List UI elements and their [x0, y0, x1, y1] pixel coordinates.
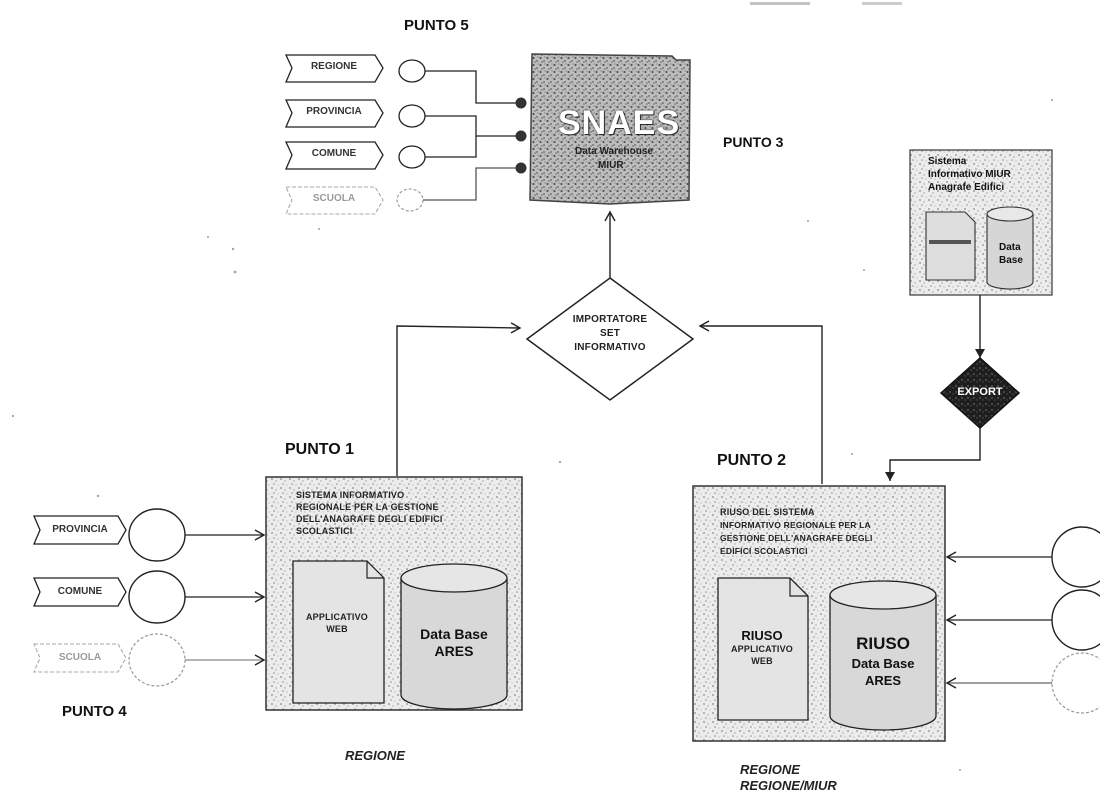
scan-specks [11, 2, 1053, 771]
caption-regione-miur-line2: REGIONE/MIUR [740, 778, 837, 793]
reuse-title-line2: INFORMATIVO REGIONALE PER LA [720, 520, 871, 530]
reuse-app-line1: RIUSO [741, 628, 783, 643]
reuse-db-line1: RIUSO [856, 634, 910, 653]
regional-db-line2: ARES [434, 643, 474, 659]
top-entity-tags [284, 54, 527, 215]
left-tag-scuola: SCUOLA [58, 652, 102, 663]
left-circle-scuola [128, 633, 186, 687]
miur-line1: Sistema [928, 156, 967, 167]
importatore-line1: IMPORTATORE [572, 314, 648, 325]
top-tag-provincia: PROVINCIA [306, 106, 362, 117]
regional-web-app-shape [292, 560, 385, 704]
punto-3-label: PUNTO 3 [723, 134, 784, 150]
left-circle-comune [128, 570, 186, 624]
punto-1-label: PUNTO 1 [285, 441, 355, 458]
reuse-web-app-shape [717, 577, 809, 721]
importatore-diamond [525, 277, 695, 401]
regional-title-line4: SCOLASTICI [296, 526, 353, 536]
top-circle-comune [398, 145, 426, 169]
miur-system-box [909, 149, 1053, 296]
tag-shape-left-provincia [33, 515, 127, 545]
snaes-port-2 [515, 130, 527, 142]
miur-db-line1: Data [999, 242, 1021, 253]
arrow-reuse-to-importatore [698, 320, 823, 484]
miur-line2: Informativo MIUR [928, 169, 1011, 180]
right-circle-2 [1051, 589, 1100, 651]
top-tag-scuola: SCUOLA [312, 193, 356, 204]
reuse-db-line2: Data Base [851, 656, 915, 671]
snaes-subtitle-line1: Data Warehouse [575, 146, 653, 157]
caption-regione-miur-line1: REGIONE [740, 762, 800, 777]
right-circle-3 [1051, 652, 1100, 714]
reuse-database-shape [829, 595, 937, 731]
regional-app-line1: APPLICATIVO [305, 612, 369, 622]
regional-title-line2: REGIONALE PER LA GESTIONE [296, 502, 439, 512]
reuse-app-line3: WEB [751, 656, 773, 666]
snaes-port-1 [515, 97, 527, 109]
snaes-port-3 [515, 162, 527, 174]
left-tag-provincia: PROVINCIA [52, 524, 108, 535]
left-circle-provincia [128, 508, 186, 562]
top-circle-provincia [398, 104, 426, 128]
regional-system-box [265, 476, 523, 711]
punto-2-label: PUNTO 2 [717, 452, 787, 469]
caption-regione: REGIONE [345, 748, 405, 763]
punto-5-label: PUNTO 5 [404, 17, 469, 34]
regional-title-line3: DELL'ANAGRAFE DEGLI EDIFICI [296, 514, 443, 524]
tag-shape-left-comune [33, 577, 127, 607]
regional-title-line1: SISTEMA INFORMATIVO [296, 490, 405, 500]
tag-shape-left-scuola [33, 643, 127, 673]
reuse-title-line4: EDIFICI SCOLASTICI [720, 546, 808, 556]
right-circle-1 [1051, 526, 1100, 588]
top-tag-regione: REGIONE [310, 61, 358, 72]
left-tag-comune: COMUNE [57, 586, 103, 597]
importatore-line2: SET [599, 328, 621, 339]
regional-db-line1: Data Base [420, 626, 488, 642]
reuse-db-line3: ARES [864, 673, 902, 688]
top-circle-regione [398, 59, 426, 83]
regional-app-line2: WEB [326, 624, 348, 634]
miur-db-line2: Base [999, 255, 1023, 266]
punto-4-label: PUNTO 4 [62, 703, 127, 720]
miur-line3: Anagrafe Edifici [928, 182, 1005, 193]
tag-shape-regione [284, 54, 384, 83]
reuse-system-box [692, 485, 946, 742]
tag-shape-comune [284, 141, 384, 170]
reuse-title-line1: RIUSO DEL SISTEMA [720, 507, 815, 517]
arrow-regional-to-importatore [396, 322, 522, 476]
arrow-export-to-reuse [885, 428, 981, 481]
tag-shape-provincia [284, 99, 384, 128]
tag-shape-scuola [285, 186, 384, 215]
reuse-app-line2: APPLICATIVO [730, 644, 794, 654]
snaes-subtitle-line2: MIUR [598, 160, 624, 171]
export-label: EXPORT [957, 386, 1003, 398]
snaes-title: SNAES [558, 104, 681, 142]
top-circle-scuola [396, 188, 424, 212]
snaes-box [529, 53, 691, 205]
regional-database-shape [400, 578, 508, 710]
right-entity-circles [945, 526, 1100, 714]
left-entity-tags [33, 508, 266, 687]
reuse-title-line3: GESTIONE DELL'ANAGRAFE DEGLI [720, 533, 873, 543]
top-tag-comune: COMUNE [311, 148, 357, 159]
importatore-line3: INFORMATIVO [574, 342, 646, 353]
